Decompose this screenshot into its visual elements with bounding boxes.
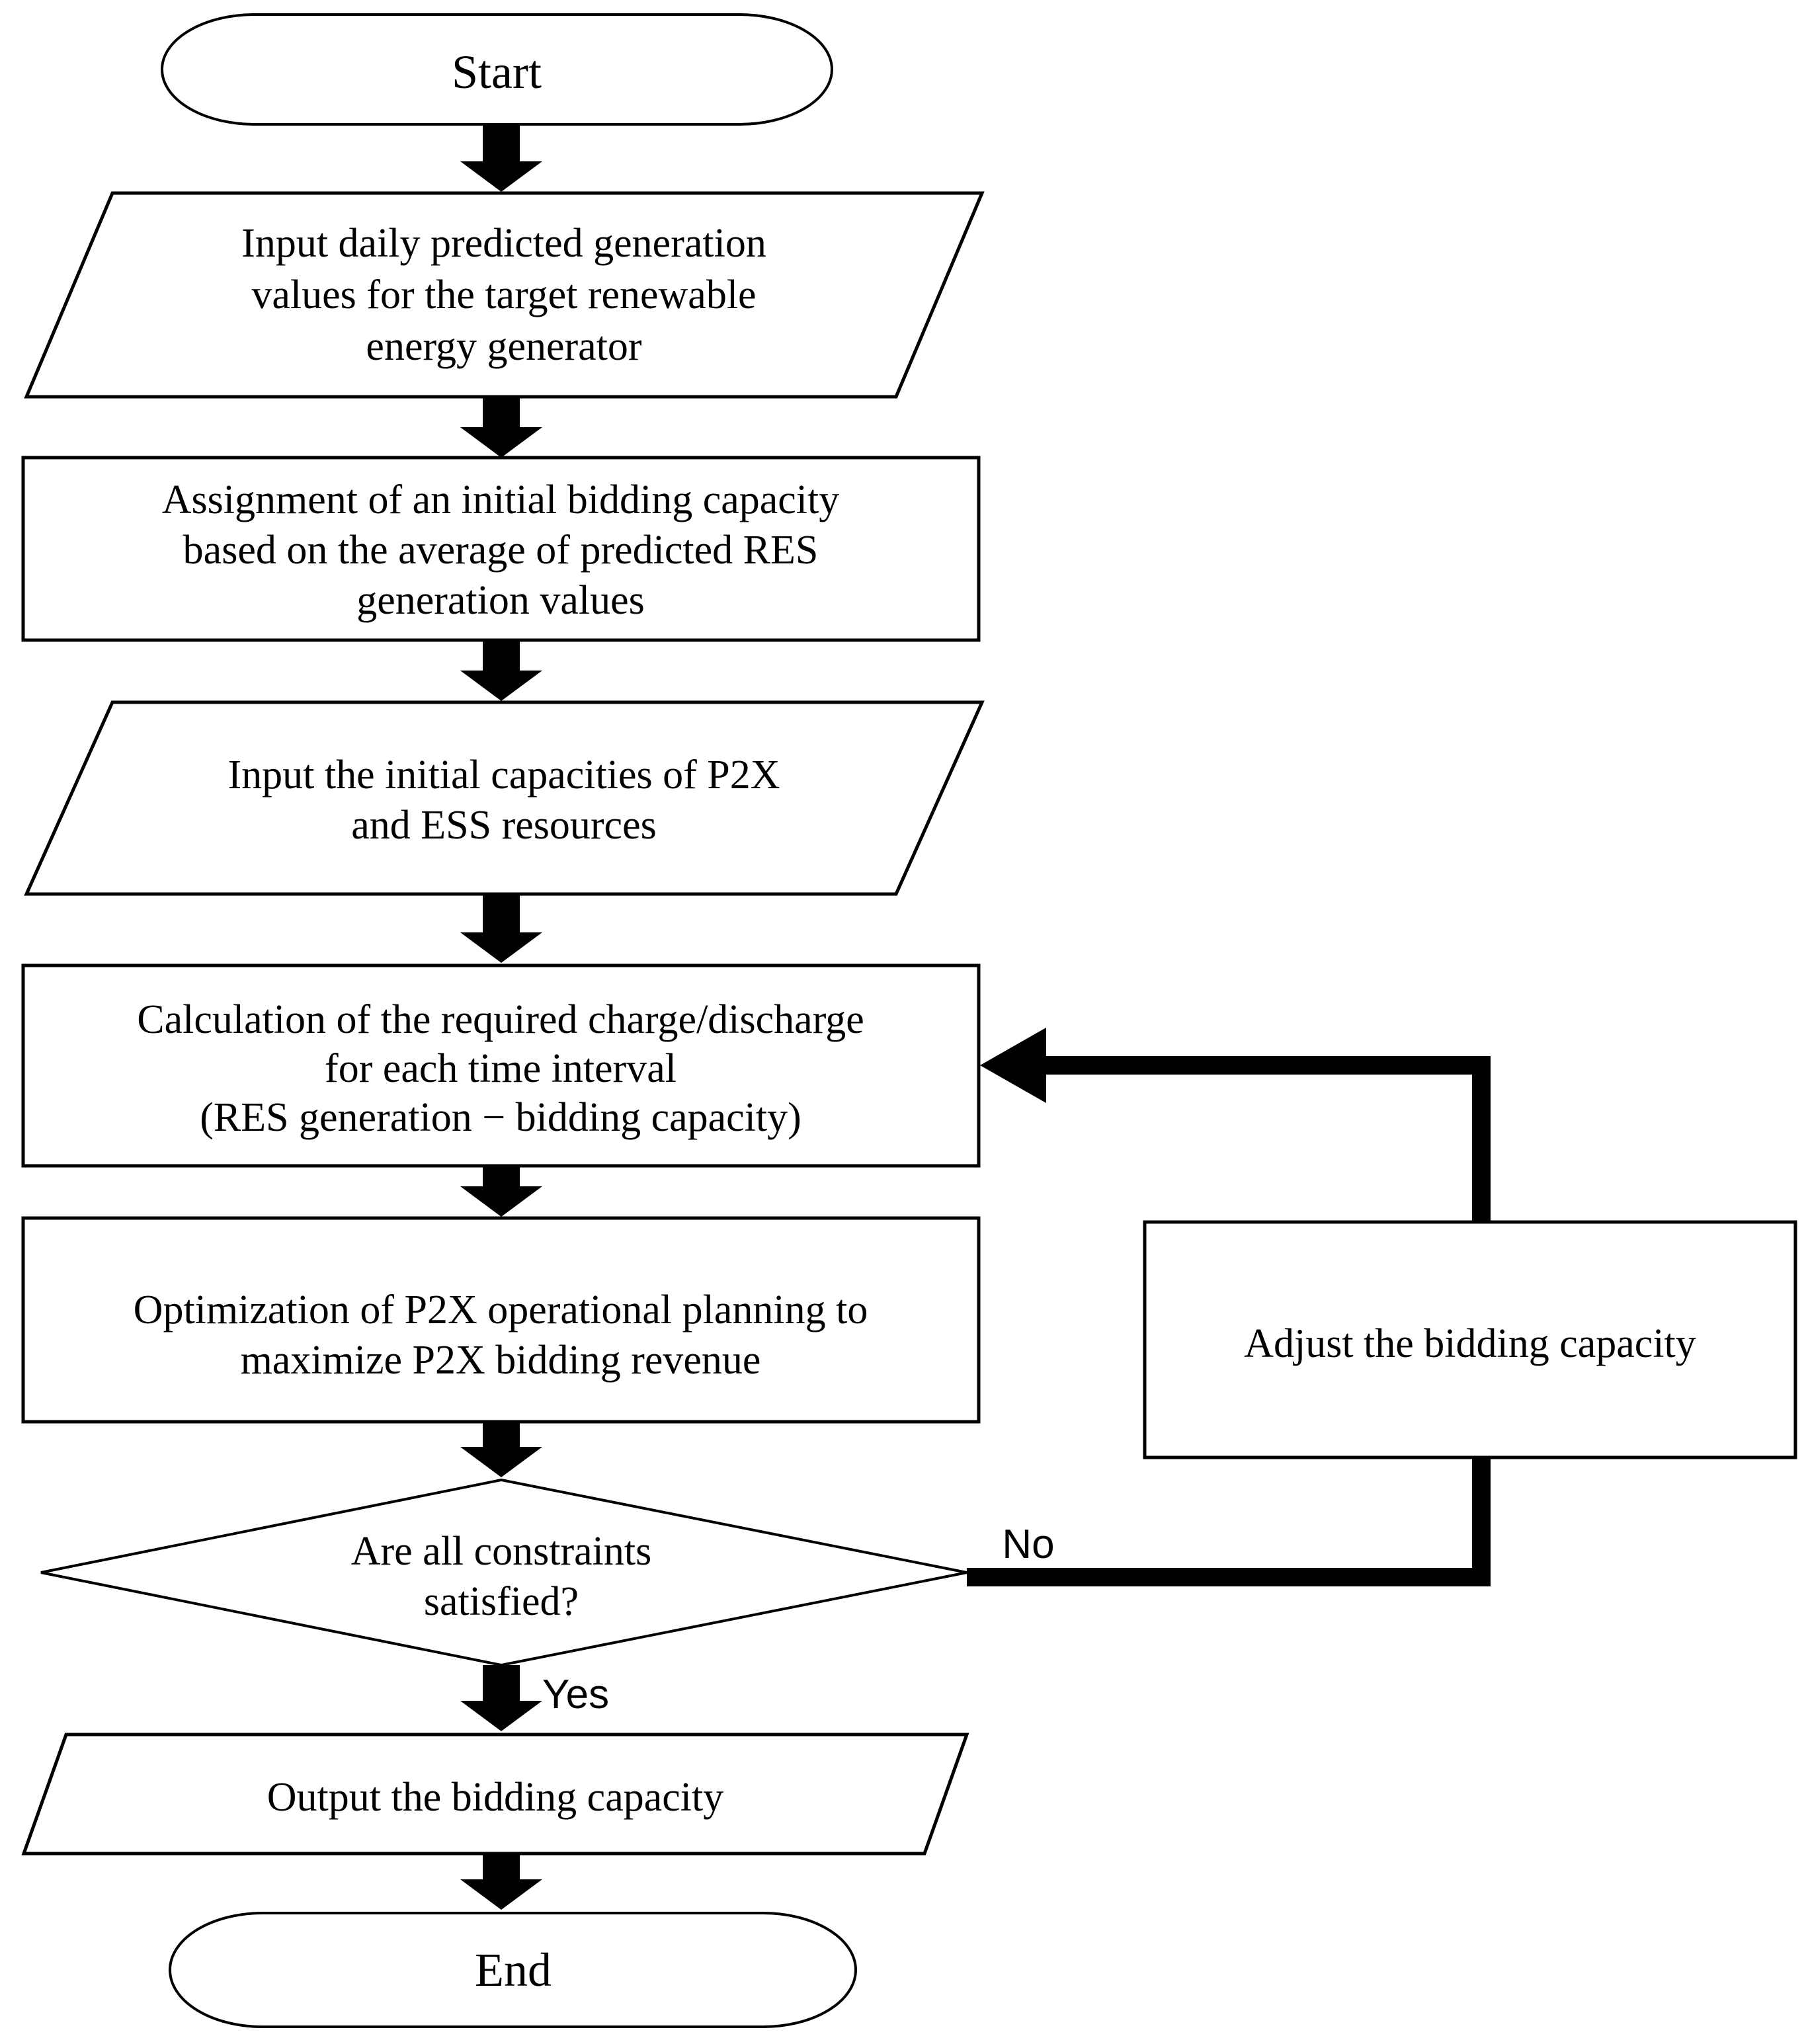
node-optimize-line2: maximize P2X bidding revenue [241,1338,761,1383]
node-start-label: Start [452,46,542,99]
feedback-line-top [1038,1056,1491,1075]
arrow-optimize-to-decision-icon [460,1422,542,1477]
node-start: Start [161,13,833,126]
arrow-input-to-assign-icon [460,397,542,458]
node-assign-capacity-line1: Assignment of an initial bidding capacit… [162,477,840,522]
arrow-calc-to-optimize-icon [460,1166,542,1217]
edge-label-yes: Yes [542,1672,609,1717]
node-end: End [169,1912,857,2028]
node-constraints-check-line2: satisfied? [424,1579,579,1624]
node-input-capacities-line2: and ESS resources [351,803,656,848]
arrow-assign-to-capacities-icon [460,640,542,701]
arrow-output-to-end-icon [460,1854,542,1910]
node-input-capacities: Input the initial capacities of P2X and … [24,700,985,896]
node-output-capacity-label: Output the bidding capacity [267,1775,723,1820]
arrow-yes-to-output-icon [460,1665,542,1731]
arrow-start-to-input-icon [460,124,542,192]
node-calc-charge-line1: Calculation of the required charge/disch… [137,997,864,1042]
node-assign-capacity-line2: based on the average of predicted RES [183,528,819,573]
edge-label-no: No [1002,1522,1054,1567]
node-optimize-line1: Optimization of P2X operational planning… [134,1288,868,1332]
node-constraints-check: Are all constraints satisfied? [40,1478,967,1667]
node-adjust-capacity: Adjust the bidding capacity [1143,1220,1797,1459]
node-end-label: End [475,1943,552,1996]
no-line-horizontal [967,1568,1491,1586]
node-constraints-check-line1: Are all constraints [351,1529,652,1574]
node-input-generation: Input daily predicted generation values … [24,191,985,399]
node-input-generation-line1: Input daily predicted generation [241,221,766,266]
node-input-generation-line3: energy generator [366,324,641,369]
node-optimize: Optimization of P2X operational planning… [21,1216,981,1424]
node-calc-charge-line2: for each time interval [325,1046,677,1091]
node-output-capacity: Output the bidding capacity [21,1733,969,1856]
feedback-arrowhead-icon [980,1028,1046,1103]
node-calc-charge: Calculation of the required charge/disch… [21,963,981,1168]
node-calc-charge-line3: (RES generation − bidding capacity) [200,1095,801,1140]
node-input-capacities-line1: Input the initial capacities of P2X [227,753,780,797]
node-assign-capacity-line3: generation values [356,578,645,623]
node-input-generation-line2: values for the target renewable [251,272,756,317]
node-adjust-capacity-label: Adjust the bidding capacity [1244,1321,1696,1366]
arrow-capacities-to-calc-icon [460,894,542,963]
node-assign-capacity: Assignment of an initial bidding capacit… [21,456,981,642]
